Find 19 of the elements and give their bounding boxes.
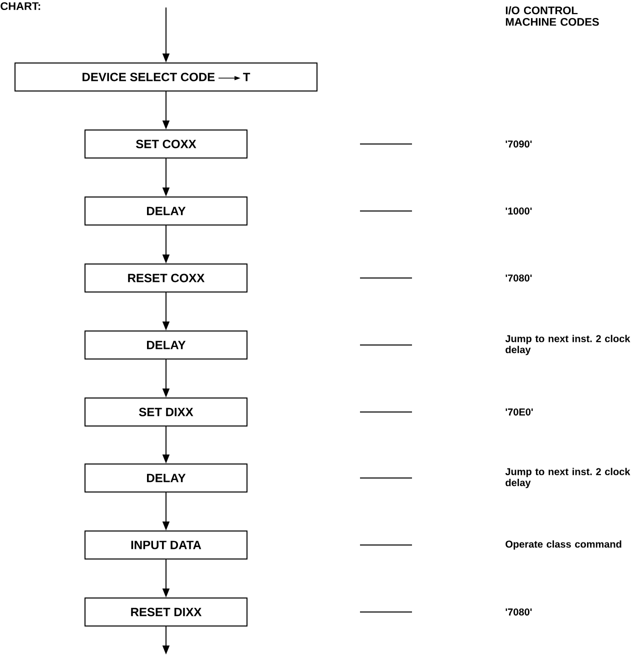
process-box: DELAY xyxy=(84,196,248,226)
machine-code: '7090' xyxy=(506,140,532,148)
process-box: DELAY xyxy=(84,330,248,360)
machine-code: '70E0' xyxy=(506,408,533,416)
process-box: INPUT DATA xyxy=(84,530,248,560)
column-heading: I/O CONTROL MACHINE CODES xyxy=(506,6,599,26)
machine-code: Jump to next inst. 2 clock delay xyxy=(505,334,630,356)
process-box: DELAY xyxy=(84,464,248,492)
machine-code: Operate class command xyxy=(506,540,622,550)
machine-code: '1000' xyxy=(506,207,532,215)
machine-code: '7080' xyxy=(506,274,532,282)
machine-code: Jump to next inst. 2 clock delay xyxy=(505,468,630,488)
process-box: SET DIXX xyxy=(84,398,248,426)
chart-heading: CHART: xyxy=(0,2,40,10)
process-box: RESET DIXX xyxy=(84,598,248,626)
process-box: RESET COXX xyxy=(84,264,248,292)
process-box: SET COXX xyxy=(84,130,248,158)
machine-code: '7080' xyxy=(506,608,532,616)
process-box: DEVICE SELECT CODE T xyxy=(14,62,318,92)
